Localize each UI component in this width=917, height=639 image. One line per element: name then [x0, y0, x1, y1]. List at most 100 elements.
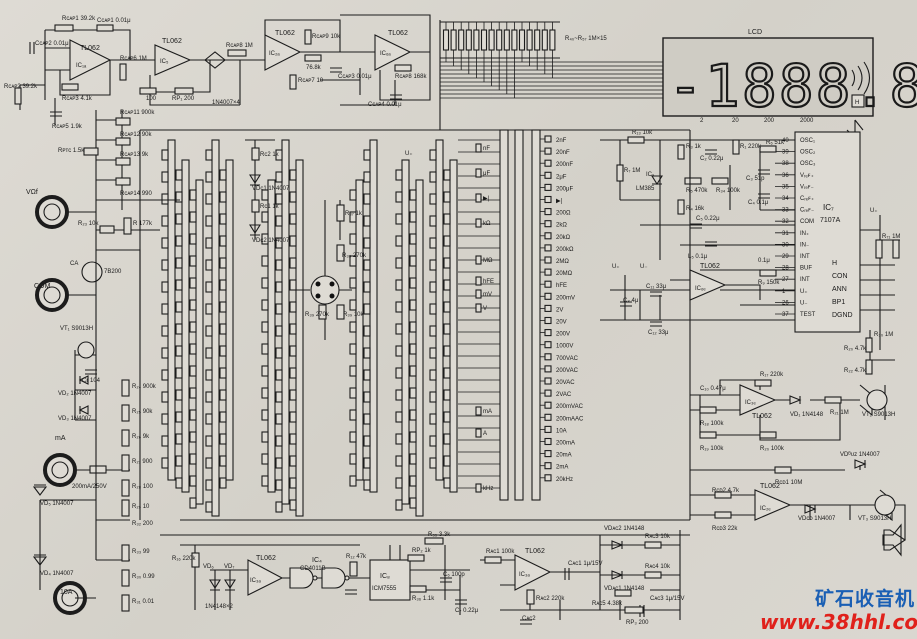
label-c6: C₆ 100p	[443, 572, 465, 578]
label-fuse: 200mA/250V	[72, 484, 107, 490]
resistor-r79	[304, 54, 322, 62]
label-r25: R₂₅ 90k	[132, 409, 153, 415]
cap-oscillator-section: TL062 IC₁ₐ TL062 IC₅ TL062 IC₂ₐ TL062 IC…	[4, 14, 431, 130]
label-rcap9: Rᴄᴀᴘ9 10k	[312, 34, 341, 40]
switch-contact	[443, 191, 451, 203]
range-selector-bar	[531, 129, 541, 501]
switch-contact	[409, 431, 417, 443]
switch-contact	[289, 323, 297, 335]
resistor-rcap2	[14, 87, 22, 105]
watermark-url: www.38hhl.com	[760, 610, 917, 634]
ic-freq-id: IC₃ₐ	[250, 578, 261, 584]
resistor-rcap8	[227, 49, 247, 57]
adc-side-label: DGND	[832, 312, 853, 319]
resistor-rac1	[484, 556, 502, 564]
label-rcd1: Rᴄᴅ1 10M	[775, 480, 802, 486]
speaker-icon	[882, 523, 902, 557]
adc-pin-number: 40	[782, 138, 789, 144]
resistor-r25	[121, 404, 130, 422]
label-r100: 100	[146, 96, 157, 102]
switch-contact	[275, 303, 283, 315]
network-resistor	[473, 29, 480, 51]
switch-contact	[161, 281, 169, 293]
switch-contact	[363, 435, 371, 447]
switch-contact	[349, 365, 357, 377]
adc-pin-name: IN₊	[800, 231, 809, 237]
switch-contact	[409, 321, 417, 333]
label-meter-val: 7B200	[104, 269, 122, 275]
switch-wafer-column	[225, 159, 234, 481]
switch-contact	[219, 301, 227, 313]
switch-contact	[175, 257, 183, 269]
switch-contact	[205, 259, 213, 271]
switch-contact	[395, 323, 403, 335]
switch-contact	[395, 257, 403, 269]
adc-pin-name: Vᵣₑꜰ₊	[800, 173, 814, 179]
label-c8: C₈ 4μ	[623, 298, 639, 304]
switch-contact	[395, 213, 403, 225]
switch-contact	[189, 233, 197, 245]
switch-contact	[219, 345, 227, 357]
switch-contact	[275, 259, 283, 271]
range-label: 2μF	[556, 174, 567, 180]
switch-contact	[409, 277, 417, 289]
range-contact	[544, 437, 552, 446]
adc-pin-name: OSC₂	[800, 150, 816, 156]
switch-contact	[189, 255, 197, 267]
switch-wafer-column	[449, 159, 458, 493]
switch-wafer-column	[435, 139, 444, 481]
adc-ic7: IC₇ 7107A OSC₁40OSC₂39OSC₃38Vᵣₑꜰ₊36Vᵣₑꜰ₋…	[775, 131, 861, 333]
label-vd6: VD₆	[203, 564, 214, 570]
label-c9: 0.1μ	[758, 258, 770, 264]
transistor-vt2-icon	[866, 389, 888, 411]
resistor-r30	[892, 239, 900, 259]
trimmer-rp3	[624, 606, 644, 614]
switch-contact	[429, 193, 437, 205]
resistor-rcap13	[115, 157, 131, 166]
range-contact	[544, 377, 552, 385]
range-label: 20nF	[556, 150, 570, 156]
adc-pin-name: INT	[800, 254, 810, 260]
switch-contact	[289, 301, 297, 313]
switch-contact	[289, 257, 297, 269]
switch-contact	[261, 409, 269, 421]
range-contact	[544, 389, 552, 397]
switch-contact	[219, 213, 227, 225]
range-label: 200nF	[556, 162, 573, 168]
label-u-minus-1: U₋	[640, 264, 648, 270]
range-label: 200kΩ	[556, 247, 574, 253]
label-r79: 76.8k	[306, 65, 322, 71]
switch-contact	[363, 237, 371, 249]
resistor-rcd3	[714, 511, 732, 519]
label-r39b: R₃₉ 10k	[343, 312, 364, 318]
label-rp1: RP₁ 200	[172, 96, 195, 102]
switch-contact	[443, 433, 451, 445]
switch-contact	[161, 215, 169, 227]
adc-pin-name: BUF	[800, 266, 812, 272]
range-label: 200Ω	[556, 211, 571, 217]
switch-contact	[363, 369, 371, 381]
ic5-id: IC₅	[160, 59, 169, 65]
range-contact	[544, 135, 552, 143]
label-c4: C₄ 0.1μ	[748, 200, 769, 206]
diode-vd1-icon	[789, 395, 802, 405]
resistor-rcap11	[115, 117, 131, 126]
adc-pin-name: U₋	[800, 300, 808, 306]
switch-contact	[395, 169, 403, 181]
ic6a-name: TL062	[388, 30, 408, 37]
trimmer-rp2	[407, 554, 425, 562]
label-vt3: VT₃ S9013H	[858, 516, 891, 522]
switch-contact	[205, 479, 213, 491]
switch-contact	[429, 237, 437, 249]
adc-pin-number: 37	[782, 312, 789, 318]
switch-contact	[175, 345, 183, 357]
resistor-rcap6	[119, 63, 127, 81]
label-r1: R₁ 220k	[740, 144, 762, 150]
label-c11: C₁₁ 33μ	[646, 284, 667, 290]
label-com: COM	[34, 283, 51, 290]
switch-contact	[261, 255, 269, 267]
function-label: mV	[483, 292, 492, 298]
adc-pin-number: 33	[782, 208, 789, 214]
label-vd4: VD₄ 1N4007	[40, 571, 74, 577]
range-label: 20kΩ	[556, 235, 571, 241]
